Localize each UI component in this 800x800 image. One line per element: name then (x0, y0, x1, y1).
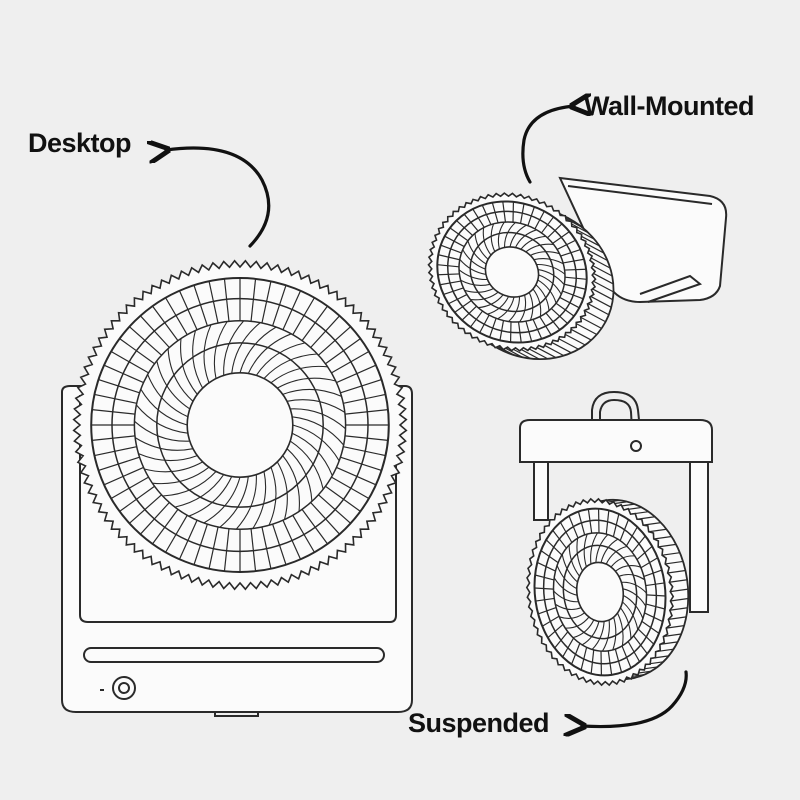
hanging-top-bar (519, 419, 713, 463)
wall-bracket (558, 176, 728, 304)
desktop-fan (61, 259, 413, 717)
wall-mounted-arrow-icon (521, 106, 574, 184)
suspended-label: Suspended (408, 708, 550, 738)
desktop-light-bar (83, 647, 385, 663)
desktop-stand-inner (79, 395, 397, 623)
fan-icon (72, 259, 408, 591)
wall-mounted-label: Wall-Mounted (584, 91, 754, 121)
suspended-arrow-icon (582, 670, 688, 727)
fan-icon (525, 497, 690, 687)
hanging-arm-right (689, 461, 709, 613)
hanging-handle (591, 390, 641, 431)
suspended-fan (519, 390, 713, 687)
wall-mounted-fan (427, 176, 728, 361)
power-button-icon (112, 676, 136, 700)
desktop-label: Desktop (28, 128, 132, 158)
desktop-arrow-icon (166, 148, 271, 248)
fan-icon (427, 192, 615, 361)
hanging-arm-left (533, 461, 549, 521)
